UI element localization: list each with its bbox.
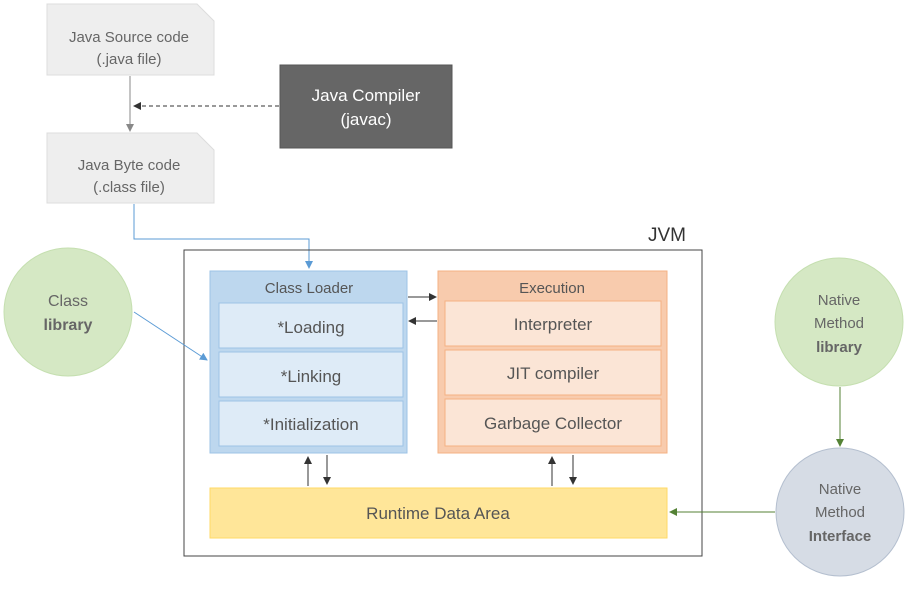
class-loader-title: Class Loader bbox=[265, 280, 353, 297]
loading-step: *Loading bbox=[218, 302, 404, 349]
java-source-code-label: Java Source code bbox=[69, 29, 189, 46]
native-library-line2: Method bbox=[814, 315, 864, 332]
class-library-line1: Class bbox=[48, 293, 88, 310]
native-interface-line3: Interface bbox=[809, 528, 872, 545]
native-method-library-circle: Native Method library bbox=[774, 257, 904, 387]
native-library-line3: library bbox=[816, 339, 863, 356]
class-loader-panel: Class Loader *Loading *Linking *Initiali… bbox=[209, 270, 408, 454]
class-library-circle: Class library bbox=[3, 247, 133, 377]
runtime-data-area-label: Runtime Data Area bbox=[366, 504, 510, 523]
java-byte-code-document: Java Byte code (.class file) bbox=[46, 132, 215, 204]
initialization-step: *Initialization bbox=[218, 400, 404, 447]
class-library-line2: library bbox=[44, 317, 93, 334]
jvm-frame bbox=[183, 249, 703, 557]
interpreter-label: Interpreter bbox=[514, 315, 593, 334]
native-method-interface-circle: Native Method Interface bbox=[775, 447, 905, 577]
jit-compiler-step: JIT compiler bbox=[444, 349, 662, 396]
java-source-code-document: Java Source code (.java file) bbox=[46, 3, 215, 76]
native-interface-line2: Method bbox=[815, 504, 865, 521]
java-file-label: (.java file) bbox=[96, 51, 161, 68]
linking-step: *Linking bbox=[218, 351, 404, 398]
initialization-label: *Initialization bbox=[263, 415, 358, 434]
garbage-collector-label: Garbage Collector bbox=[484, 414, 622, 433]
native-library-line1: Native bbox=[818, 292, 861, 309]
jvm-label: JVM bbox=[648, 225, 686, 246]
java-compiler-box: Java Compiler (javac) bbox=[279, 64, 453, 149]
javac-label: (javac) bbox=[340, 110, 391, 129]
linking-label: *Linking bbox=[281, 367, 342, 386]
java-byte-code-label: Java Byte code bbox=[78, 157, 181, 174]
execution-title: Execution bbox=[519, 280, 585, 297]
native-interface-line1: Native bbox=[819, 481, 862, 498]
interpreter-step: Interpreter bbox=[444, 300, 662, 347]
bytecode-to-class-loader-arrow bbox=[133, 204, 313, 269]
garbage-collector-step: Garbage Collector bbox=[444, 398, 662, 447]
execution-panel: Execution Interpreter JIT compiler Garba… bbox=[437, 270, 668, 454]
java-compiler-label: Java Compiler bbox=[312, 86, 421, 105]
class-file-label: (.class file) bbox=[93, 179, 165, 196]
jit-compiler-label: JIT compiler bbox=[507, 364, 600, 383]
loading-label: *Loading bbox=[277, 318, 344, 337]
class-library-to-class-loader-arrow bbox=[133, 311, 208, 361]
runtime-data-area: Runtime Data Area bbox=[209, 487, 668, 539]
